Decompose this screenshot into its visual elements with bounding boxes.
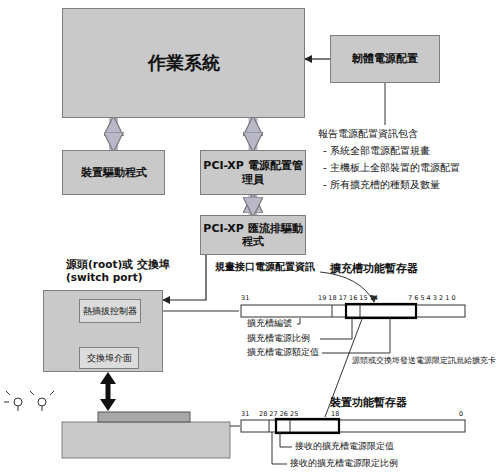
bit-number: 31 [241,295,249,302]
led-bulb [14,398,22,406]
led-symbol [4,391,54,411]
bit-number: 31 [241,411,249,418]
hotplug-controller-box: 熱插拔控制器 [79,299,141,323]
driver-box: 裝置驅動程式 [62,150,165,195]
info-item: - 系統全部電源配置規畫 [323,145,430,156]
bit-number: 0 [459,411,463,418]
box-label: 裝置驅動程式 [81,166,147,179]
wire [230,426,240,427]
root-port-box: 源頭(root)或 交換埠(switch port)熱插拔控制器交換埠介面 [43,290,163,372]
field-divider [332,305,333,317]
box-label: 熱插拔控制器 [83,306,137,316]
box-label: 韌體電源配置 [352,52,418,65]
box-label: PCI-XP 匯流排驅動程式 [201,222,305,248]
field-label: 擴充槽電源額定值 [247,348,319,358]
bus-driver-box: PCI-XP 匯流排驅動程式 [200,215,306,255]
port-heading: 源頭(root)或 交換埠(switch port) [66,258,184,283]
register-title: 擴充槽功能暫存器 [330,263,418,275]
os-box: 作業系統 [62,8,305,118]
power-manager-box: PCI-XP 電源配置管理員 [200,150,306,195]
field-divider [360,305,361,317]
led-ray [30,391,34,395]
field-label: 擴充槽編號 [247,319,292,329]
box-label: 交換埠介面 [87,353,132,363]
field-label: 接收的擴充槽電源限定比例 [290,459,398,469]
arrow-head [100,372,116,384]
bit-number: 18 [331,411,339,418]
bit-number: 19 18 17 16 15 14 [318,295,378,302]
highlight-field [346,304,416,318]
field-label: 接收的擴充槽電源限定值 [295,442,394,452]
card-slot [98,412,190,422]
port-interface-box: 交換埠介面 [79,347,139,369]
leader-line [280,432,292,447]
expansion-card [62,422,230,458]
interface-arrow [109,118,118,150]
box-label: PCI-XP 電源配置管理員 [201,159,305,185]
register-title: 裝置功能暫存器 [330,397,407,409]
field-divider [290,420,291,432]
box-label: 作業系統 [148,52,220,74]
wire [163,311,239,312]
bit-number: 7 6 5 4 3 2 1 0 [408,295,456,302]
leader-line [320,318,352,339]
led-ray [4,402,9,403]
led-ray [6,391,10,395]
device-capability-register [241,419,465,433]
leader-line [272,432,287,464]
leader-line [385,83,386,125]
interface-arrow [249,118,258,150]
field-label: 擴充槽電源比例 [247,334,310,344]
led-leg [42,406,43,411]
highlight-field [276,419,339,433]
arrow-head [100,399,116,411]
bit-number: 28 27 26 25 [259,411,298,418]
slot-capability-register [241,304,465,318]
register-bar [241,305,465,317]
firmware-box: 韌體電源配置 [330,35,440,83]
edge-label: 規畫接口電源配置資訊 [214,260,316,274]
connector [305,58,330,59]
field-divider [269,420,270,432]
info-item: - 所有擴充槽的種類及數量 [323,179,440,190]
led-ray [50,391,54,395]
info-heading: 報告電源配置資訊包含 [318,128,418,139]
leader-line [297,318,300,324]
led-leg [18,406,19,411]
register-bar [241,420,465,432]
led-bulb [38,398,46,406]
info-item: - 主機板上全部裝置的電源配置 [323,162,460,173]
message-note: 源頭或交換埠發送電源限定訊息給擴充卡 [352,357,496,365]
interface-arrow [249,195,258,215]
